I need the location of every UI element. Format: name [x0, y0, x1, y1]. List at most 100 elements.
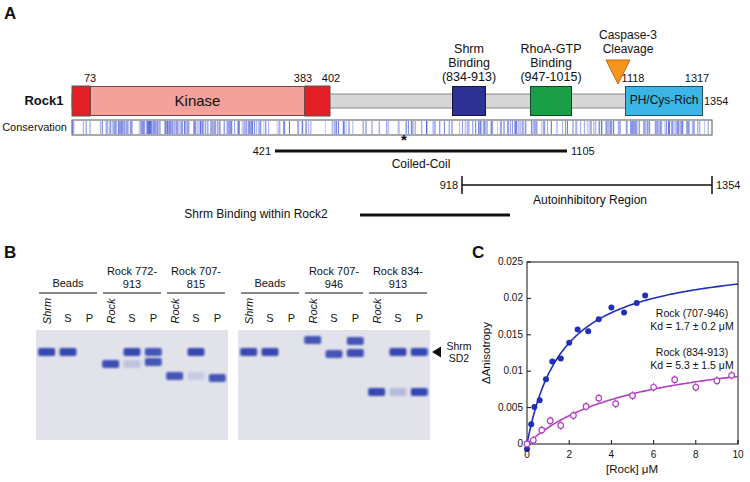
gel-band — [304, 336, 321, 344]
conservation-stripe — [475, 121, 476, 134]
conservation-stripe — [386, 121, 387, 134]
conservation-stripe — [195, 121, 196, 134]
conservation-stripe — [516, 121, 517, 134]
conservation-stripe — [73, 121, 74, 134]
conservation-stripe — [643, 121, 644, 134]
conservation-stripe — [398, 121, 399, 134]
gel-band — [389, 388, 406, 396]
lane-label: S — [266, 312, 273, 325]
conservation-stripe — [119, 121, 120, 134]
gel-band — [411, 388, 428, 396]
conservation-stripe — [664, 121, 665, 134]
conservation-stripe — [688, 121, 689, 134]
conservation-stripe — [246, 121, 247, 134]
conservation-stripe — [164, 121, 165, 134]
conservation-stripe — [704, 121, 705, 134]
tick-label: 2 — [566, 449, 572, 461]
conservation-stripe — [336, 121, 337, 134]
conservation-stripe — [302, 121, 303, 134]
data-point — [537, 397, 543, 403]
conservation-stripe — [181, 121, 182, 134]
conservation-stripe — [413, 121, 414, 134]
gel-band — [261, 348, 278, 356]
residue-number: 1354 — [716, 179, 740, 192]
conservation-stripe — [525, 121, 526, 134]
ph-domain: PH/Cys-Rich — [625, 86, 704, 116]
conservation-track — [72, 120, 712, 135]
conservation-stripe — [179, 121, 180, 134]
conservation-stripe — [687, 121, 688, 134]
conservation-stripe — [682, 121, 683, 134]
data-point — [571, 413, 577, 419]
conservation-stripe — [647, 121, 648, 134]
conservation-stripe — [562, 121, 563, 134]
conservation-stripe — [547, 121, 548, 134]
data-point — [558, 423, 564, 429]
conservation-stripe — [435, 121, 436, 134]
data-point — [539, 427, 545, 433]
conservation-stripe — [671, 121, 672, 134]
gel-band — [102, 360, 119, 368]
y-tick — [527, 334, 531, 335]
conservation-stripe — [541, 121, 542, 134]
data-point — [543, 376, 549, 382]
conservation-stripe — [388, 121, 389, 134]
lane-label: S — [394, 312, 401, 325]
conservation-stripe — [556, 121, 557, 134]
conservation-stripe — [252, 121, 253, 134]
tick-label: 0 — [517, 438, 523, 450]
conservation-stripe — [411, 121, 412, 134]
y-tick — [527, 262, 531, 263]
conservation-stripe — [533, 121, 534, 134]
conservation-stripe — [523, 121, 524, 134]
conservation-stripe — [212, 121, 213, 134]
conservation-stripe — [245, 121, 246, 134]
conservation-stripe — [565, 121, 566, 134]
conservation-stripe — [692, 121, 693, 134]
data-point — [729, 373, 735, 379]
conservation-stripe — [334, 121, 335, 134]
conservation-stripe — [175, 121, 176, 134]
conservation-stripe — [228, 121, 229, 134]
conservation-stripe — [237, 121, 238, 134]
data-point — [621, 309, 627, 315]
conservation-stripe — [147, 121, 148, 134]
conservation-stripe — [301, 121, 302, 134]
conservation-stripe — [507, 121, 508, 134]
conservation-stripe — [462, 121, 463, 134]
gel-band — [240, 348, 257, 356]
conservation-stripe — [143, 121, 144, 134]
conservation-stripe — [128, 121, 129, 134]
conservation-stripe — [184, 121, 185, 134]
gel-band — [145, 348, 162, 356]
conservation-stripe — [668, 121, 669, 134]
conservation-stripe — [589, 121, 590, 134]
conservation-stripe — [522, 121, 523, 134]
conservation-stripe — [483, 121, 484, 134]
conservation-stripe — [708, 121, 709, 134]
conservation-stripe — [520, 121, 521, 134]
conservation-stripe — [149, 121, 150, 134]
conservation-stripe — [239, 121, 240, 134]
conservation-stripe — [543, 121, 544, 134]
conservation-stripe — [231, 121, 232, 134]
conservation-stripe — [677, 121, 678, 134]
conservation-stripe — [249, 121, 250, 134]
conservation-stripe — [180, 121, 181, 134]
conservation-stripe — [158, 121, 159, 134]
conservation-stripe — [637, 121, 638, 134]
conservation-stripe — [613, 121, 614, 134]
conservation-stripe — [636, 121, 637, 134]
conservation-stripe — [689, 121, 690, 134]
conservation-stripe — [467, 121, 468, 134]
lane-label: Shrm — [40, 298, 53, 324]
conservation-stripe — [335, 121, 336, 134]
rhoa-binding-domain: RhoA-GTP Binding (947-1015) — [530, 86, 572, 116]
site-label: Caspase-3 Cleavage — [592, 29, 664, 57]
conservation-stripe — [658, 121, 659, 134]
data-point — [613, 401, 619, 407]
conservation-stripe — [139, 121, 140, 134]
lane-label: S — [192, 312, 199, 325]
conservation-stripe — [344, 121, 345, 134]
conservation-stripe — [675, 121, 676, 134]
